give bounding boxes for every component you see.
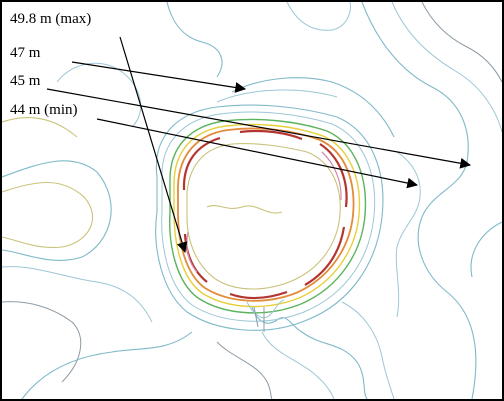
arrow-47m	[71, 61, 247, 93]
label-45m-elevation: 45 m	[10, 73, 41, 89]
label-max-elevation: 49.8 m (max)	[10, 11, 92, 27]
arrow-min	[96, 118, 419, 189]
annotation-arrows	[46, 36, 472, 254]
label-47m-elevation: 47 m	[10, 45, 41, 61]
arrow-max	[119, 36, 188, 254]
crater-contours	[155, 104, 384, 332]
arrow-45m	[46, 88, 472, 169]
label-min-elevation: 44 m (min)	[10, 102, 78, 118]
